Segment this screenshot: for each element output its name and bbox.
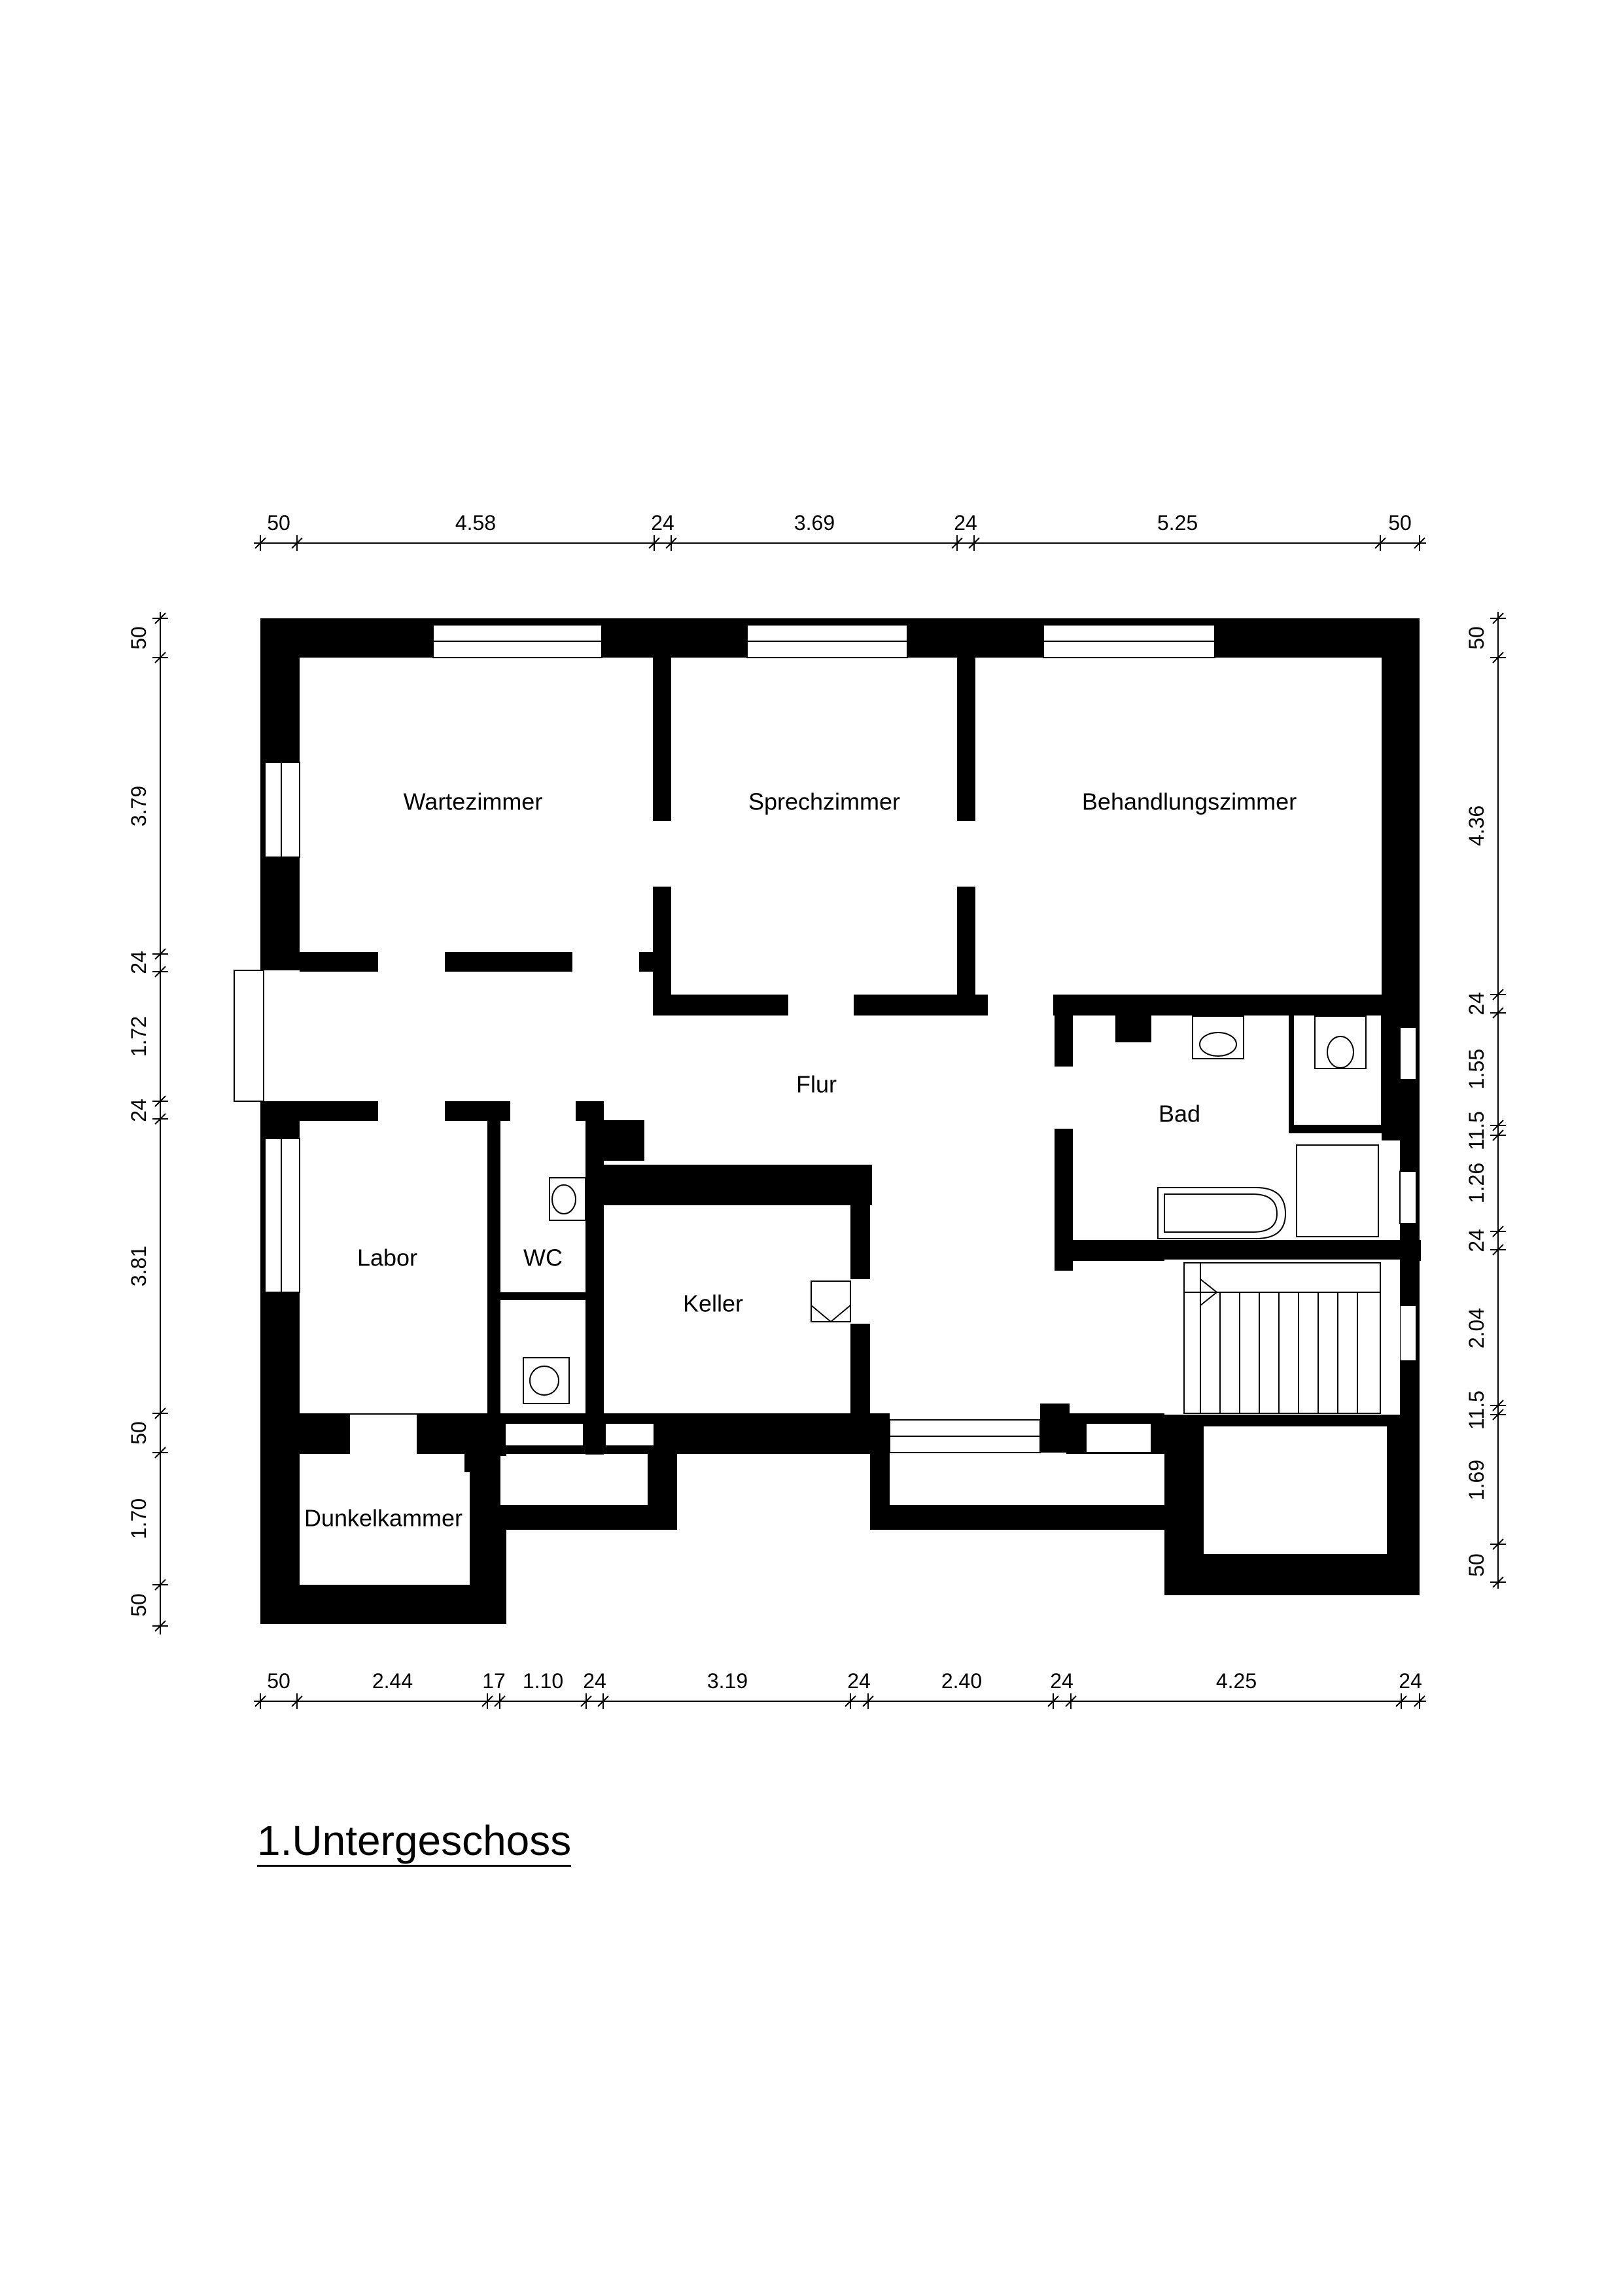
dim-bottom-9: 24 <box>1050 1669 1073 1693</box>
washbasin-icon <box>1192 1016 1244 1059</box>
staircase <box>1183 1262 1381 1414</box>
chute-icon <box>811 1280 851 1322</box>
toilet-icon <box>523 1357 570 1404</box>
dim-bottom-2: 2.44 <box>372 1669 413 1693</box>
dim-right-9: 11.5 <box>1465 1390 1488 1430</box>
toilet-icon <box>1314 1016 1367 1069</box>
dim-top-7: 50 <box>1388 511 1412 535</box>
dimension-chain-bottom: 50 2.44 17 1.10 24 3.19 24 2.40 24 4.25 … <box>254 1669 1426 1709</box>
dim-top-3: 24 <box>651 511 674 535</box>
dim-left-4: 1.72 <box>127 1016 150 1057</box>
dim-right-8: 2.04 <box>1465 1308 1488 1349</box>
room-label-wartezimmer: Wartezimmer <box>404 788 543 815</box>
dim-left-5: 24 <box>127 1099 150 1122</box>
dim-bottom-10: 4.25 <box>1216 1669 1257 1693</box>
dim-top-2: 4.58 <box>455 511 496 535</box>
room-label-wc: WC <box>523 1245 563 1271</box>
room-label-dunkelkammer: Dunkelkammer <box>304 1505 462 1532</box>
dim-left-3: 24 <box>127 951 150 974</box>
room-label-keller: Keller <box>683 1290 743 1317</box>
dimension-chain-left: 50 3.79 24 1.72 24 3.81 50 1.70 50 <box>127 612 168 1634</box>
dim-left-9: 50 <box>127 1593 150 1617</box>
dim-right-4: 1.55 <box>1465 1049 1488 1089</box>
dim-bottom-8: 2.40 <box>941 1669 982 1693</box>
dim-left-1: 50 <box>127 626 150 650</box>
bathtub-icon <box>1157 1187 1287 1239</box>
dim-top-6: 5.25 <box>1157 511 1198 535</box>
room-label-flur: Flur <box>796 1071 837 1098</box>
dim-bottom-7: 24 <box>847 1669 871 1693</box>
dim-bottom-5: 24 <box>583 1669 606 1693</box>
dim-bottom-3: 17 <box>482 1669 506 1693</box>
fixtures <box>523 1014 1382 1414</box>
dim-left-7: 50 <box>127 1421 150 1445</box>
toilet-icon <box>549 1177 586 1221</box>
dim-bottom-11: 24 <box>1399 1669 1422 1693</box>
dim-top-5: 24 <box>954 511 977 535</box>
dim-top-1: 50 <box>267 511 290 535</box>
dim-right-1: 50 <box>1465 626 1488 650</box>
room-label-behandlungszimmer: Behandlungszimmer <box>1082 788 1297 815</box>
room-labels: Wartezimmer Sprechzimmer Behandlungszimm… <box>304 788 1297 1532</box>
dim-right-6: 1.26 <box>1465 1163 1488 1203</box>
dim-right-11: 50 <box>1465 1553 1488 1577</box>
room-label-bad: Bad <box>1159 1101 1200 1127</box>
room-label-sprechzimmer: Sprechzimmer <box>748 788 900 815</box>
shower-icon <box>1296 1144 1379 1237</box>
dim-top-4: 3.69 <box>794 511 835 535</box>
dim-left-2: 3.79 <box>127 786 150 826</box>
page-title: 1.Untergeschoss <box>257 1818 572 1867</box>
dim-bottom-6: 3.19 <box>707 1669 748 1693</box>
watermark-text: www.grundriss.com <box>1390 1421 1408 1558</box>
dim-right-7: 24 <box>1465 1229 1488 1252</box>
room-label-labor: Labor <box>357 1245 417 1271</box>
dim-right-5: 11.5 <box>1465 1111 1488 1150</box>
dim-right-10: 1.69 <box>1465 1460 1488 1500</box>
dim-left-6: 3.81 <box>127 1246 150 1286</box>
dimension-chain-top: 50 4.58 24 3.69 24 5.25 50 <box>254 511 1426 551</box>
dim-right-3: 24 <box>1465 992 1488 1016</box>
dimension-chain-right: 50 4.36 24 1.55 11.5 1.26 24 2.04 11.5 1… <box>1465 612 1506 1589</box>
dim-right-2: 4.36 <box>1465 805 1488 846</box>
dim-bottom-1: 50 <box>267 1669 290 1693</box>
dim-bottom-4: 1.10 <box>523 1669 563 1693</box>
dim-left-8: 1.70 <box>127 1498 150 1539</box>
